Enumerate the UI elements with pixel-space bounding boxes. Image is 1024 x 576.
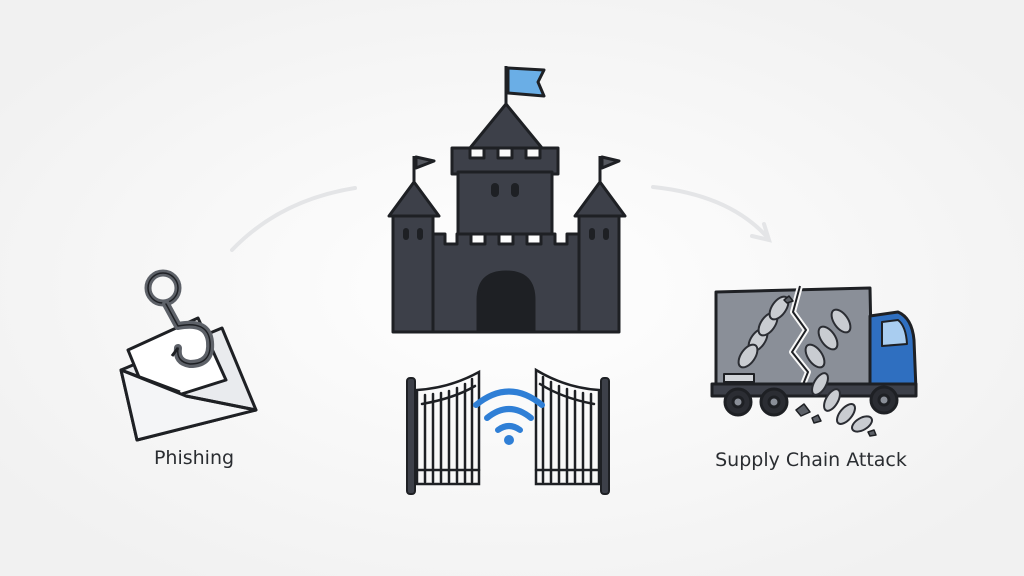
castle-icon [387,66,627,334]
left-arc-arrow [230,186,357,252]
right-gate-panel [534,367,601,486]
wifi-icon [473,388,545,445]
supply-chain-attack-label: Supply Chain Attack [715,449,907,471]
debris-fragments [783,295,877,437]
right-arrow-head [750,222,772,243]
blue-flag-icon [506,66,546,98]
broken-chain-icon [737,295,873,433]
hooked-envelope-icon [119,269,258,442]
truck-with-broken-chain-icon [710,285,918,437]
connector-arrows [230,185,772,252]
right-arc-arrow [651,185,770,240]
open-gate-with-wifi-icon [406,367,610,495]
left-gate-panel [415,369,481,486]
phishing-label: Phishing [153,447,235,469]
